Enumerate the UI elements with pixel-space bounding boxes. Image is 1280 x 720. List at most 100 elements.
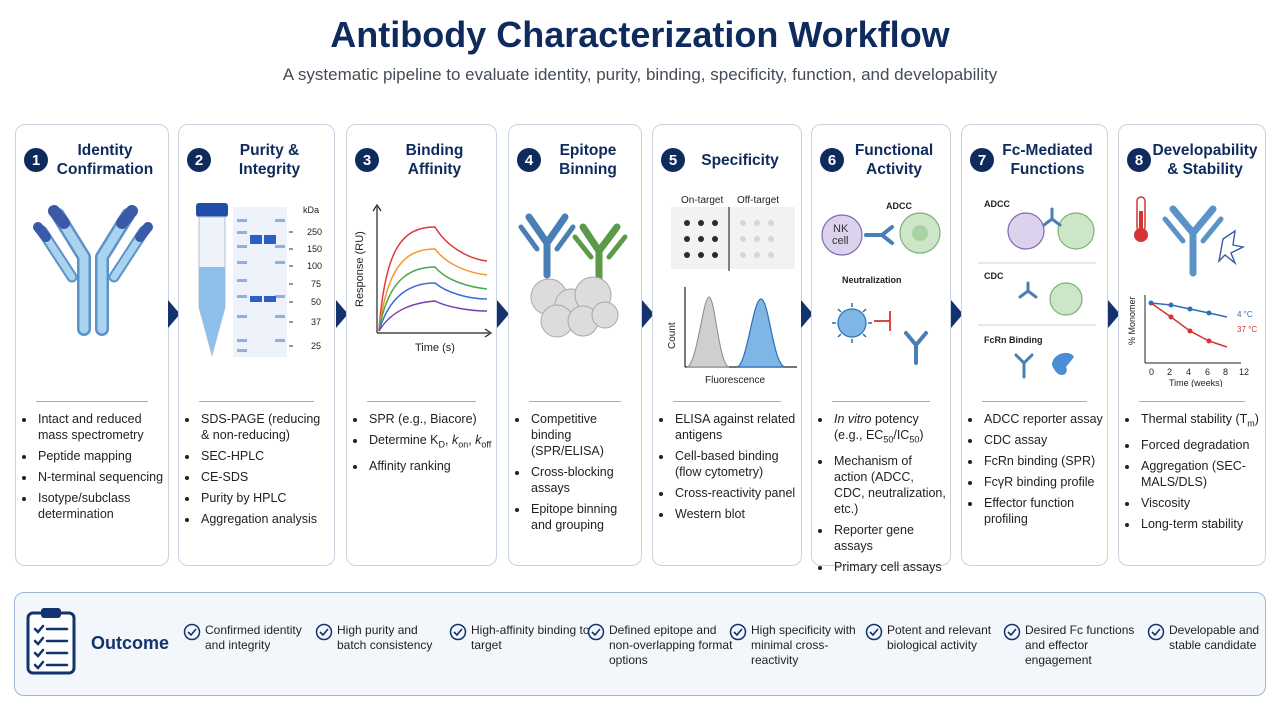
binding-curves xyxy=(378,226,488,332)
method-item: SDS-PAGE (reducing & non-reducing) xyxy=(199,411,330,443)
check-circle-icon xyxy=(183,623,201,645)
step-number: 3 xyxy=(355,148,379,172)
sensorgram-chart: Response (RU) Time (s) xyxy=(351,187,493,487)
antibody-icon xyxy=(33,205,153,336)
outcome-title: Outcome xyxy=(91,633,170,653)
x-axis-label: Fluorescence xyxy=(705,375,765,386)
off-target-label: Off-target xyxy=(737,195,779,206)
svg-text:NK: NK xyxy=(833,223,849,235)
thermometer-icon xyxy=(1134,196,1148,242)
outcome-item: Desired Fc functions and effector engage… xyxy=(1003,623,1155,668)
check-circle-icon xyxy=(315,623,333,645)
card-divider xyxy=(367,401,476,402)
method-item: Intact and reduced mass spectrometry xyxy=(36,411,164,443)
check-circle-icon xyxy=(729,623,747,645)
step-methods: ADCC reporter assay CDC assay FcRn bindi… xyxy=(968,411,1103,532)
method-item: In vitro potency(e.g., EC50/IC50) xyxy=(832,411,946,448)
outcome-item: Confirmed identity and integrity xyxy=(183,623,325,653)
aggregate-icon xyxy=(1217,229,1246,266)
mw-marker: 150 xyxy=(307,244,322,254)
mw-marker: 250 xyxy=(307,227,322,237)
flow-arrow xyxy=(951,300,963,328)
flow-arrow xyxy=(642,300,654,328)
step-header: 8 Developability& Stability xyxy=(1127,137,1259,183)
svg-text:8: 8 xyxy=(1223,367,1228,377)
method-item: Peptide mapping xyxy=(36,448,164,464)
curve-purple xyxy=(378,300,488,332)
flow-arrow xyxy=(801,300,813,328)
effector-cell-icon xyxy=(1007,212,1045,250)
method-item: SPR (e.g., Biacore) xyxy=(367,411,492,427)
curve-orange xyxy=(378,248,488,332)
antibody-icon xyxy=(1162,205,1224,277)
svg-text:4: 4 xyxy=(1186,367,1191,377)
cdc-label: CDC xyxy=(984,271,1004,281)
step-card-developability: 8 Developability& Stability % Monomer xyxy=(1118,124,1266,566)
inhibit-icon xyxy=(874,311,891,331)
antibody-icon xyxy=(1018,281,1038,299)
nk-cell-icon: NK cell xyxy=(821,214,863,256)
check-circle-icon xyxy=(865,623,883,645)
step-number: 1 xyxy=(24,148,48,172)
method-item: Long-term stability xyxy=(1139,516,1261,532)
step-header: 3 Binding Affinity xyxy=(355,137,490,183)
functional-illustration: ADCC NK cell Neutralization xyxy=(816,187,946,487)
method-item: Western blot xyxy=(673,506,797,522)
step-card-binding: 3 Binding Affinity Response (RU) Time (s… xyxy=(346,124,497,566)
step-number: 2 xyxy=(187,148,211,172)
flow-arrow xyxy=(1108,300,1120,328)
method-item: Viscosity xyxy=(1139,495,1261,511)
method-item: Mechanism of action (ADCC, CDC, neutrali… xyxy=(832,453,946,517)
svg-text:6: 6 xyxy=(1205,367,1210,377)
adcc-label: ADCC xyxy=(886,201,912,211)
card-divider xyxy=(199,401,314,402)
step-methods: In vitro potency(e.g., EC50/IC50) Mechan… xyxy=(818,411,946,580)
method-item: ADCC reporter assay xyxy=(982,411,1103,427)
outcome-item: High purity and batch consistency xyxy=(315,623,447,653)
method-item: Isotype/subclass determination xyxy=(36,490,164,522)
card-divider xyxy=(36,401,148,402)
card-divider xyxy=(982,401,1087,402)
card-divider xyxy=(832,401,930,402)
outcome-item: Developable and stable candidate xyxy=(1147,623,1269,653)
fcrn-label: FcRn Binding xyxy=(984,335,1043,345)
antibody-blue-icon xyxy=(518,213,576,279)
check-circle-icon xyxy=(449,623,467,645)
step-title: Purity &Integrity xyxy=(238,142,301,178)
step-number: 5 xyxy=(661,148,685,172)
method-item: Effector function profiling xyxy=(982,495,1103,527)
svg-text:cell: cell xyxy=(832,235,849,247)
flow-arrow xyxy=(168,300,180,328)
step-title: Binding Affinity xyxy=(405,142,464,178)
method-item: CDC assay xyxy=(982,432,1103,448)
target-cell-icon xyxy=(899,212,941,254)
mw-marker: 37 xyxy=(311,317,321,327)
outcome-item: Defined epitope and non-overlapping form… xyxy=(587,623,735,668)
gel-illustration: kDa 250 150 100 75 50 37 25 xyxy=(183,187,330,487)
x-axis-label: Time (weeks) xyxy=(1169,378,1223,387)
method-item: N-terminal sequencing xyxy=(36,469,164,485)
card-divider xyxy=(1139,401,1245,402)
stability-chart: % Monomer 0 2 4 6 8 12 Time (weeks) 4 °C… xyxy=(1127,295,1257,388)
flow-arrow xyxy=(497,300,509,328)
check-circle-icon xyxy=(587,623,605,645)
outcome-item: High specificity with minimal cross-reac… xyxy=(729,623,861,668)
adcc-label: ADCC xyxy=(984,199,1010,209)
page-title: Antibody Characterization Workflow xyxy=(330,14,950,55)
clipboard-icon xyxy=(25,605,77,682)
page-subtitle: A systematic pipeline to evaluate identi… xyxy=(282,65,998,84)
y-axis-label: Response (RU) xyxy=(354,231,366,307)
method-item: FcγR binding profile xyxy=(982,474,1103,490)
method-item: Cell-based binding (flow cytometry) xyxy=(673,448,797,480)
step-number: 8 xyxy=(1127,148,1151,172)
method-item: Cross-blocking assays xyxy=(529,464,637,496)
